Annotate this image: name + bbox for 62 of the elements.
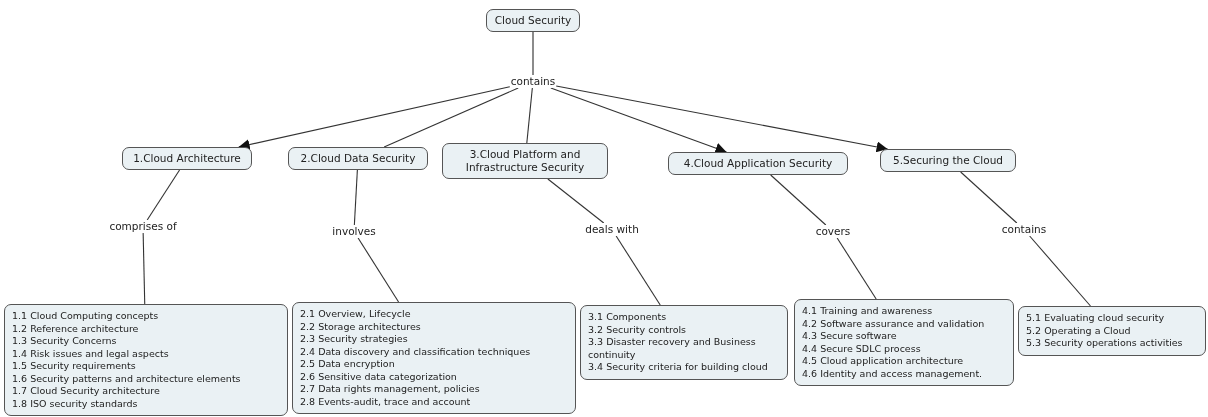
list-item: 4.3 Secure software [802, 330, 898, 343]
list-item: 3.4 Security criteria for building cloud [588, 361, 769, 374]
concept-box: Cloud Security [486, 9, 580, 32]
list-item: 1.7 Cloud Security architecture [12, 385, 161, 398]
connector-line [770, 174, 827, 226]
list-item: 2.3 Security strategies [300, 333, 409, 346]
list-item: 1.4 Risk issues and legal aspects [12, 347, 170, 360]
arrow [550, 87, 727, 154]
list-item: 2.5 Data encryption [300, 358, 396, 371]
connector-line [357, 237, 400, 303]
list-item: 3.1 Components [588, 311, 668, 324]
list-item: 3.2 Security controls [588, 323, 688, 336]
linking-phrase: covers [814, 225, 852, 238]
connector-line [142, 232, 146, 305]
arrow [555, 85, 889, 153]
list-item: 5.1 Evaluating cloud security [1026, 312, 1166, 325]
topic-list-box [580, 305, 788, 380]
list-item: 4.5 Cloud application architecture [802, 355, 965, 368]
list-item: 2.7 Data rights management, policies [300, 383, 481, 396]
concept-box: 3.Cloud Platform and Infrastructure Security [442, 143, 608, 179]
list-item: 1.5 Security requirements [12, 360, 137, 373]
list-item: 5.2 Operating a Cloud [1026, 324, 1132, 337]
linking-phrase: contains [509, 75, 557, 88]
list-item: 1.6 Security patterns and architecture elements [12, 372, 242, 385]
linking-phrase: comprises of [108, 220, 178, 233]
list-item: 1.3 Security Concerns [12, 335, 118, 348]
topic-list-box [1018, 306, 1206, 356]
list-item: 5.3 Security operations activities [1026, 337, 1184, 350]
connector-line [532, 31, 534, 76]
connector-line [383, 87, 519, 148]
linking-phrase: deals with [584, 223, 640, 236]
connector-line [146, 169, 181, 221]
list-item: 3.3 Disaster recovery and Business continuity [588, 336, 757, 361]
concept-box: 5.Securing the Cloud [880, 149, 1016, 172]
connector-line [1029, 235, 1092, 307]
connector-line [353, 169, 358, 226]
concept-box: 4.Cloud Application Security [668, 152, 848, 175]
list-item: 2.4 Data discovery and classification techniques [300, 345, 532, 358]
arrow [238, 86, 511, 150]
list-item: 4.1 Training and awareness [802, 305, 934, 318]
list-item: 2.1 Overview, Lifecycle [300, 308, 412, 321]
topic-list-box [292, 302, 576, 414]
topic-list-box [794, 299, 1014, 386]
connector-line [615, 235, 661, 306]
concept-box: 2.Cloud Data Security [288, 147, 428, 170]
list-item: 4.6 Identity and access management. [802, 367, 984, 380]
connector-line [960, 171, 1018, 224]
topic-list-box [4, 304, 288, 416]
connector-line [547, 178, 605, 224]
connector-line [836, 237, 877, 300]
list-item: 2.8 Events-audit, trace and account [300, 395, 472, 408]
list-item: 1.1 Cloud Computing concepts [12, 310, 160, 323]
list-item: 1.2 Reference architecture [12, 322, 140, 335]
list-item: 2.2 Storage architectures [300, 320, 422, 333]
linking-phrase: involves [331, 225, 377, 238]
list-item: 4.4 Secure SDLC process [802, 342, 922, 355]
concept-box: 1.Cloud Architecture [122, 147, 252, 170]
connector-line [526, 87, 533, 144]
list-item: 1.8 ISO security standards [12, 397, 139, 410]
linking-phrase: contains [1000, 223, 1048, 236]
list-item: 4.2 Software assurance and validation [802, 317, 986, 330]
list-item: 2.6 Sensitive data categorization [300, 370, 458, 383]
